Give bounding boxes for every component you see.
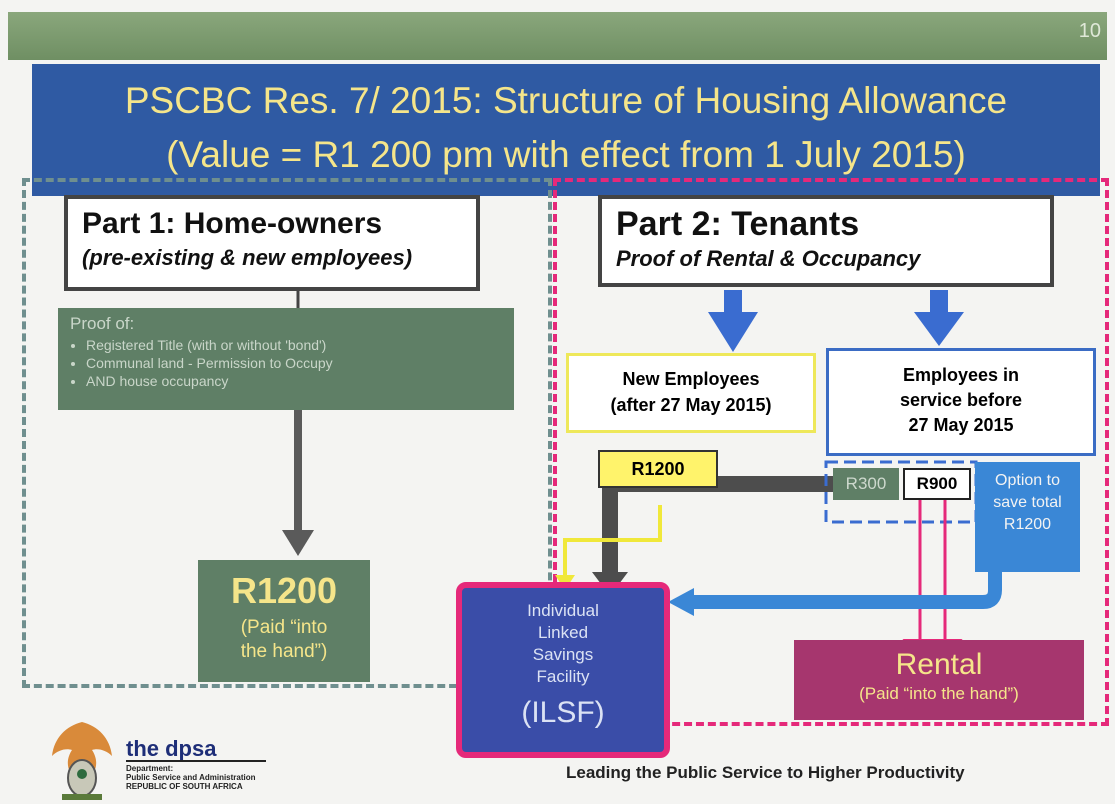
part2-heading: Part 2: Tenants: [616, 205, 860, 243]
ilsf-line-4: Facility: [536, 667, 590, 686]
yellow-route: [563, 505, 662, 575]
option-route: [690, 572, 1002, 609]
dpsa-subtitle-line-3: REPUBLIC OF SOUTH AFRICA: [126, 782, 243, 791]
blue-arrow-new-head: [708, 312, 758, 352]
title-line-1: PSCBC Res. 7/ 2015: Structure of Housing…: [124, 80, 1008, 121]
r300-route: [602, 476, 833, 575]
proof-item: AND house occupancy: [86, 372, 502, 390]
in-service-line-2: service before: [899, 390, 1023, 410]
option-route-head: [668, 588, 694, 616]
in-service-line-1: Employees in: [902, 365, 1020, 385]
part2-dashed-frame: [553, 178, 1109, 726]
proof-list: Registered Title (with or without 'bond'…: [70, 336, 502, 390]
new-employees-box: New Employees (after 27 May 2015): [566, 353, 816, 433]
new-employees-line-2: (after 27 May 2015): [610, 395, 772, 415]
part1-dashed-frame: [22, 178, 552, 688]
part1-amount-note-2: the hand”): [240, 641, 328, 662]
dpsa-subtitle-line-2: Public Service and Administration: [126, 773, 256, 782]
proof-heading: Proof of:: [70, 314, 135, 333]
dpsa-divider: [126, 760, 266, 762]
dpsa-subtitle: Department: Public Service and Administr…: [126, 764, 256, 791]
part1-amount: R1200: [230, 570, 338, 611]
new-employees-line-1: New Employees: [622, 369, 760, 389]
blue-arrow-inservice-head: [914, 312, 964, 346]
part1-header-box: Part 1: Home-owners (pre-existing & new …: [64, 195, 480, 291]
r1200-label: R1200: [598, 450, 718, 488]
ilsf-box: Individual Linked Savings Facility (ILSF…: [456, 582, 670, 758]
part1-amount-box: R1200 (Paid “into the hand”): [198, 560, 370, 682]
slide-title: PSCBC Res. 7/ 2015: Structure of Housing…: [32, 64, 1100, 196]
footer-tagline: Leading the Public Service to Higher Pro…: [566, 763, 965, 782]
title-line-2: (Value = R1 200 pm with effect from 1 Ju…: [166, 134, 966, 175]
option-line-2: save total: [993, 494, 1062, 511]
option-line-1: Option to: [995, 472, 1060, 489]
coat-of-arms-icon: [52, 722, 112, 800]
blue-arrow-inservice-shaft: [930, 290, 948, 312]
part2-header-box: Part 2: Tenants Proof of Rental & Occupa…: [598, 195, 1054, 287]
in-service-line-3: 27 May 2015: [908, 415, 1014, 435]
option-line-3: R1200: [1003, 516, 1052, 533]
r300-label: R300: [833, 468, 899, 500]
rental-box: Rental (Paid “into the hand”): [794, 640, 1084, 720]
part2-subheading: Proof of Rental & Occupancy: [616, 246, 921, 271]
blue-arrow-new-shaft: [724, 290, 742, 312]
dpsa-logo-text: the dpsa: [126, 736, 217, 761]
rental-heading: Rental: [895, 648, 983, 681]
slide-number: 10: [1078, 20, 1101, 42]
proof-item: Registered Title (with or without 'bond'…: [86, 336, 502, 354]
part1-amount-note-1: (Paid “into: [240, 617, 328, 638]
proof-box: Proof of: Registered Title (with or with…: [58, 308, 514, 410]
in-service-box: Employees in service before 27 May 2015: [826, 348, 1096, 456]
r900-label: R900: [903, 468, 971, 500]
part1-subheading: (pre-existing & new employees): [82, 245, 413, 270]
top-bar: [8, 12, 1107, 60]
proof-item: Communal land - Permission to Occupy: [86, 354, 502, 372]
part1-grey-arrowhead: [282, 530, 314, 556]
dpsa-subtitle-line-1: Department:: [126, 764, 174, 773]
ilsf-line-3: Savings: [532, 645, 594, 664]
ilsf-abbrev: (ILSF): [521, 696, 605, 729]
option-box: Option to save total R1200: [975, 462, 1080, 572]
ilsf-line-1: Individual: [527, 601, 599, 620]
ilsf-line-2: Linked: [537, 623, 589, 642]
part1-heading: Part 1: Home-owners: [82, 207, 383, 240]
rental-note: (Paid “into the hand”): [859, 684, 1019, 703]
